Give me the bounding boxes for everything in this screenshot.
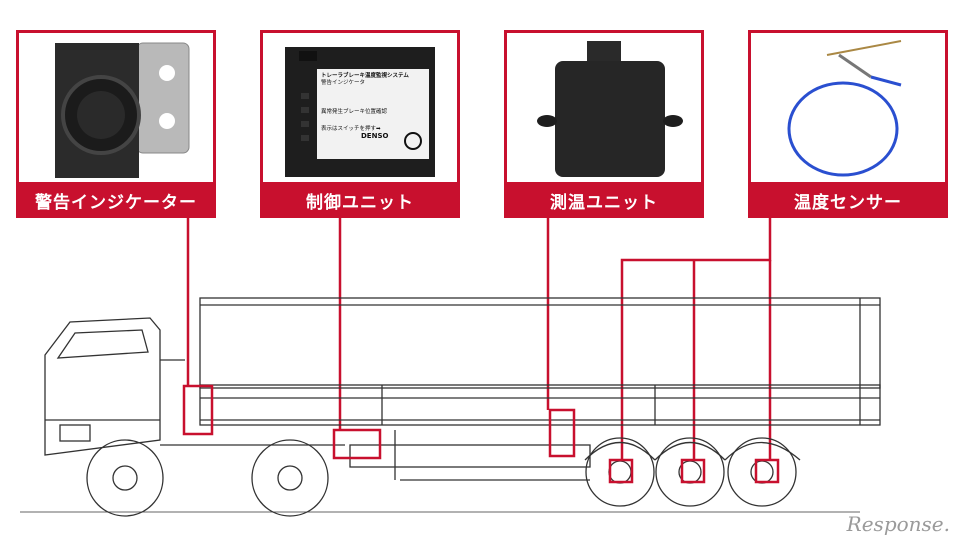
highlight-warning bbox=[184, 386, 212, 434]
panel-temperature-sensor: 温度センサー bbox=[748, 30, 948, 218]
panel-label-measure: 測温ユニット bbox=[504, 182, 704, 218]
temperature-sensor-photo bbox=[751, 33, 945, 187]
panel-label-control: 制御ユニット bbox=[260, 182, 460, 218]
panel-control-unit: トレーラブレーキ温度監視システム 警告インジケータ 異常発生ブレーキ位置確認 表… bbox=[260, 30, 460, 218]
control-unit-screen: トレーラブレーキ温度監視システム 警告インジケータ 異常発生ブレーキ位置確認 表… bbox=[321, 73, 431, 140]
highlight-control bbox=[334, 430, 380, 458]
panel-label-warning: 警告インジケーター bbox=[16, 182, 216, 218]
connector-sensor-axle1 bbox=[622, 218, 770, 460]
denso-logo: DENSO bbox=[361, 133, 431, 140]
connector-lines bbox=[188, 218, 770, 460]
highlight-measure bbox=[550, 410, 574, 456]
panel-measuring-unit: 測温ユニット bbox=[504, 30, 704, 218]
response-watermark: Response. bbox=[847, 512, 950, 536]
panel-warning-indicator: 警告インジケーター bbox=[16, 30, 216, 218]
highlight-wheel-3 bbox=[756, 460, 778, 482]
control-unit-section1: 警告インジケータ bbox=[321, 80, 431, 87]
panel-label-sensor: 温度センサー bbox=[748, 182, 948, 218]
control-unit-title: トレーラブレーキ温度監視システム bbox=[321, 73, 431, 80]
warning-indicator-photo bbox=[19, 33, 213, 187]
temperature-measuring-unit-photo bbox=[507, 33, 701, 187]
truck-outline bbox=[20, 298, 880, 516]
control-unit-section2: 異常発生ブレーキ位置確認 bbox=[321, 109, 431, 116]
